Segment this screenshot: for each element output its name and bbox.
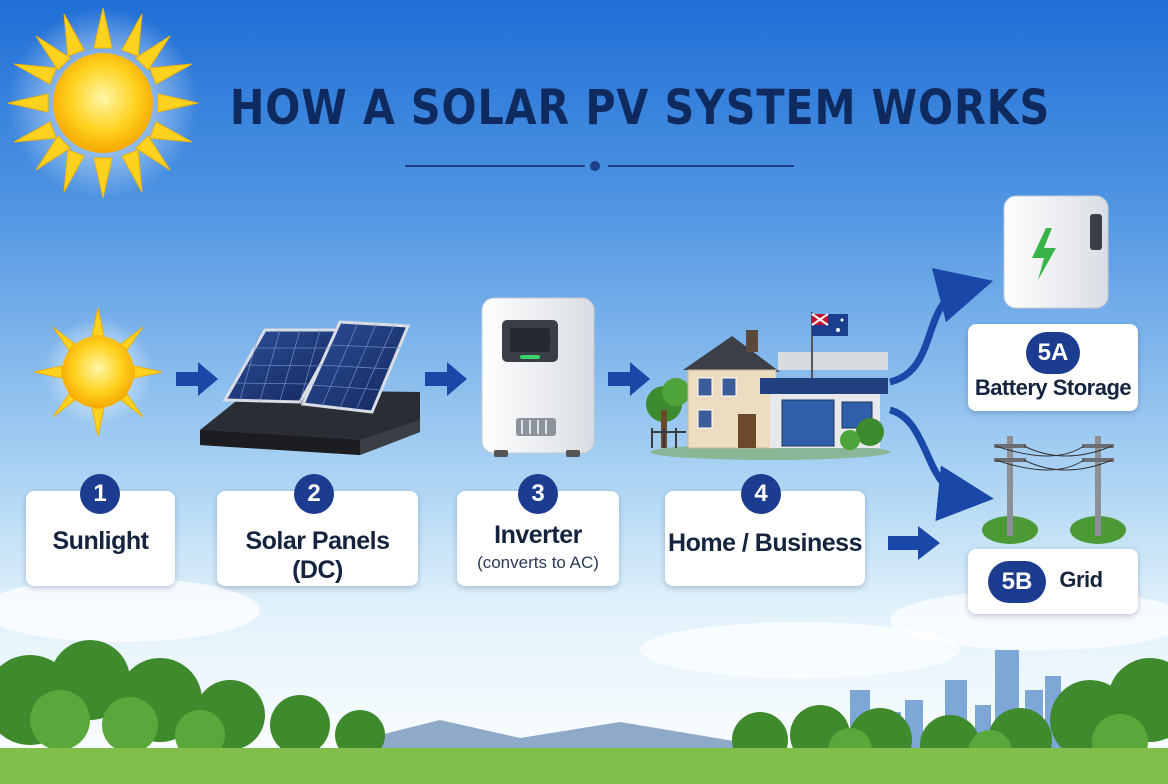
output-label: Battery Storage bbox=[974, 375, 1132, 400]
solar-panel-illustration bbox=[200, 320, 420, 455]
step-label: Inverter bbox=[494, 521, 582, 549]
sun-icon-large bbox=[7, 7, 199, 199]
power-pole-illustration bbox=[982, 436, 1126, 544]
lightning-bolt-icon bbox=[1032, 228, 1056, 280]
battery-storage-illustration bbox=[1003, 195, 1109, 309]
title-dot bbox=[590, 161, 600, 171]
step-label: Solar Panels (DC) bbox=[245, 527, 390, 584]
output-badge: 5B bbox=[988, 561, 1046, 603]
flow-arrows bbox=[176, 362, 940, 560]
sun-icon-small bbox=[33, 307, 163, 437]
step-number-badge: 1 bbox=[80, 474, 120, 514]
landscape bbox=[0, 578, 1168, 784]
inverter-illustration bbox=[481, 297, 595, 457]
step-card-inverter: Inverter (converts to AC) bbox=[457, 491, 619, 586]
output-label: Grid bbox=[1059, 567, 1103, 592]
output-badge: 5A bbox=[1026, 332, 1080, 374]
step-number-badge: 4 bbox=[741, 474, 781, 514]
output-card-battery-storage: 5A Battery Storage bbox=[968, 324, 1138, 411]
home-business-illustration bbox=[646, 312, 890, 460]
step-label: Home / Business bbox=[668, 529, 862, 557]
page-title: HOW A SOLAR PV SYSTEM WORKS bbox=[229, 80, 1051, 136]
step-number-badge: 2 bbox=[294, 474, 334, 514]
title-rule-right bbox=[608, 165, 794, 167]
step-sublabel: (converts to AC) bbox=[477, 553, 599, 572]
output-card-grid: 5B Grid bbox=[968, 549, 1138, 614]
step-card-solar-panels: Solar Panels (DC) bbox=[217, 491, 418, 586]
step-label: Sunlight bbox=[52, 527, 149, 555]
title-rule-left bbox=[405, 165, 585, 167]
step-number-badge: 3 bbox=[518, 474, 558, 514]
